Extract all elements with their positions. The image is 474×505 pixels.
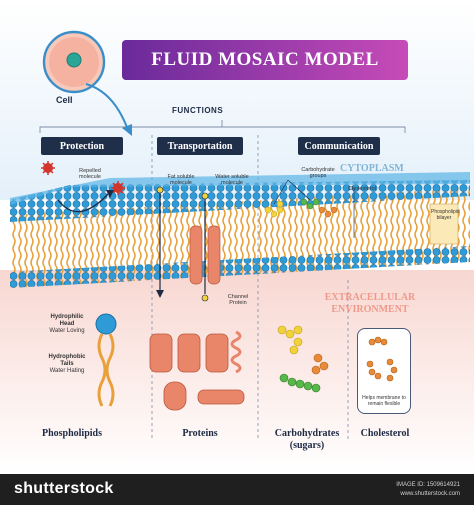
membrane-bilayer [10, 172, 470, 288]
hydrophobic-tails-label: Hydrophobic Tails Water Hating [48, 354, 86, 374]
cholesterol-tag-label: Cholesterol [348, 186, 376, 192]
footer-bar [0, 474, 474, 505]
phospholipid-art [95, 313, 117, 407]
communication-art [264, 180, 355, 238]
category-carbohydrates: Carbohydrates(sugars) [274, 428, 340, 451]
cell-label: Cell [56, 95, 73, 105]
cell-illustration [42, 30, 106, 94]
bilayer-label-box [429, 203, 459, 245]
brand-logo: shutterstock [14, 480, 114, 497]
functions-bracket [39, 126, 406, 133]
functions-label: FUNCTIONS [172, 106, 224, 115]
hydrophilic-head-label: Hydrophilic Head Water Loving [49, 314, 85, 334]
tag-communication: Communication [298, 137, 380, 155]
tag-transportation: Transportation [157, 137, 243, 155]
cholesterol-art [366, 336, 398, 382]
category-proteins: Proteins [182, 428, 218, 439]
tag-protection: Protection [41, 137, 123, 155]
carbohydrates-art [277, 325, 329, 393]
category-phospholipids: Phospholipids [41, 428, 103, 439]
repelled-molecule-art [41, 161, 125, 213]
proteins-art [149, 330, 245, 411]
cell-zoom-arrow [85, 83, 132, 136]
cytoplasm-label: CYTOPLASM [340, 163, 404, 174]
transport-art [156, 186, 221, 302]
category-cholesterol: Cholesterol [360, 428, 410, 439]
image-id: IMAGE ID: 1509614921 [396, 482, 460, 488]
site-url: www.shutterstock.com [400, 491, 460, 497]
page-title: FLUID MOSAIC MODEL [122, 40, 408, 80]
